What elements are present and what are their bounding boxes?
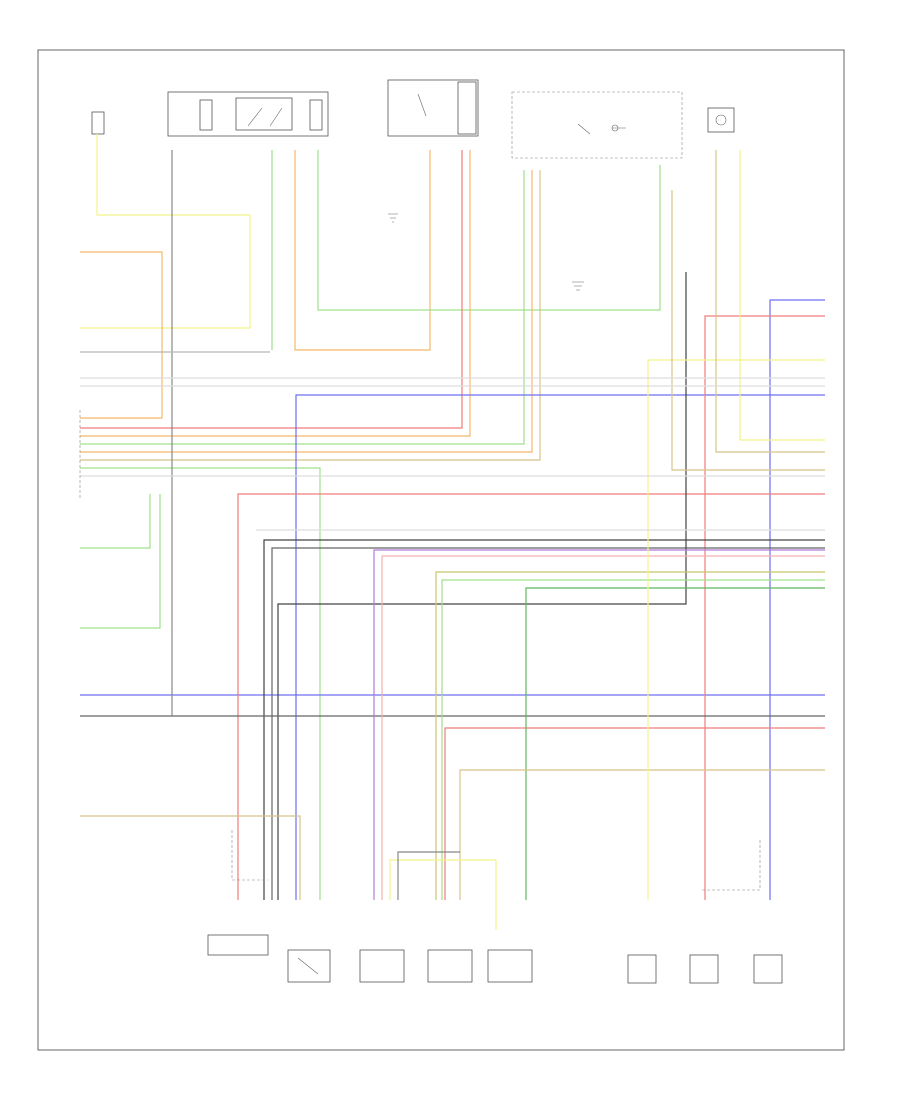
wire-orange bbox=[80, 251, 163, 419]
sensor-shield bbox=[700, 840, 761, 891]
cluster-switch bbox=[577, 123, 626, 135]
wire-black bbox=[263, 539, 825, 900]
fuse-2 bbox=[309, 99, 323, 131]
diagram-frame bbox=[37, 49, 845, 1051]
wire-black bbox=[271, 547, 825, 900]
bottom-component-5 bbox=[487, 949, 533, 983]
wire-green bbox=[441, 579, 825, 900]
wire-blue bbox=[769, 299, 825, 900]
wire-green bbox=[525, 587, 825, 900]
switch-contacts bbox=[457, 81, 477, 135]
wire-green bbox=[80, 170, 525, 445]
wire-orange bbox=[80, 150, 471, 437]
wire-yellow bbox=[647, 359, 825, 900]
wires bbox=[80, 134, 825, 930]
bottom-component-3 bbox=[359, 949, 405, 983]
connector-1 bbox=[91, 111, 105, 135]
wire-tan bbox=[80, 170, 541, 461]
wire-red bbox=[704, 315, 825, 900]
wire-tan bbox=[459, 769, 825, 900]
wire-green bbox=[317, 150, 661, 311]
wire-yellow bbox=[80, 134, 251, 329]
relay-switch bbox=[247, 107, 283, 127]
ground-icon bbox=[572, 281, 584, 291]
ground-icon bbox=[388, 213, 398, 223]
bottom-connector-1 bbox=[207, 934, 269, 956]
switch-blade bbox=[417, 93, 427, 117]
fuse-1 bbox=[199, 99, 213, 131]
wire-green bbox=[80, 494, 161, 629]
wire-yellow bbox=[389, 859, 497, 930]
sensor-icon bbox=[715, 114, 727, 126]
wire-green bbox=[80, 467, 321, 900]
wire-red bbox=[80, 150, 463, 429]
wire-tan bbox=[671, 190, 825, 471]
bottom-component-7 bbox=[689, 954, 719, 984]
wire-yellow bbox=[739, 150, 825, 441]
top-components bbox=[91, 79, 735, 291]
wire-black bbox=[277, 272, 687, 900]
bottom-component-8 bbox=[753, 954, 783, 984]
wire-gray bbox=[397, 851, 460, 900]
sensor-shield bbox=[231, 830, 268, 881]
wire-pink bbox=[381, 555, 825, 900]
bottom-component-2 bbox=[287, 949, 331, 983]
bottom-components bbox=[207, 830, 783, 984]
wire-green bbox=[80, 494, 151, 549]
wire-tan bbox=[715, 150, 825, 453]
wire-orange bbox=[80, 170, 533, 453]
wire-blue bbox=[295, 394, 825, 900]
wire-orange bbox=[294, 150, 431, 351]
relay-1 bbox=[235, 97, 293, 131]
wire-olive bbox=[435, 571, 825, 900]
wire-purple bbox=[373, 549, 825, 900]
indicator-lamp-icon bbox=[611, 124, 619, 132]
wire-red bbox=[444, 727, 825, 900]
switch-blade bbox=[297, 957, 319, 975]
bottom-component-4 bbox=[427, 949, 473, 983]
sensor-top-right bbox=[707, 107, 735, 133]
bottom-component-6 bbox=[627, 954, 657, 984]
wire-red bbox=[237, 493, 825, 900]
wire-tan bbox=[80, 815, 301, 900]
instrument-cluster bbox=[511, 91, 683, 159]
